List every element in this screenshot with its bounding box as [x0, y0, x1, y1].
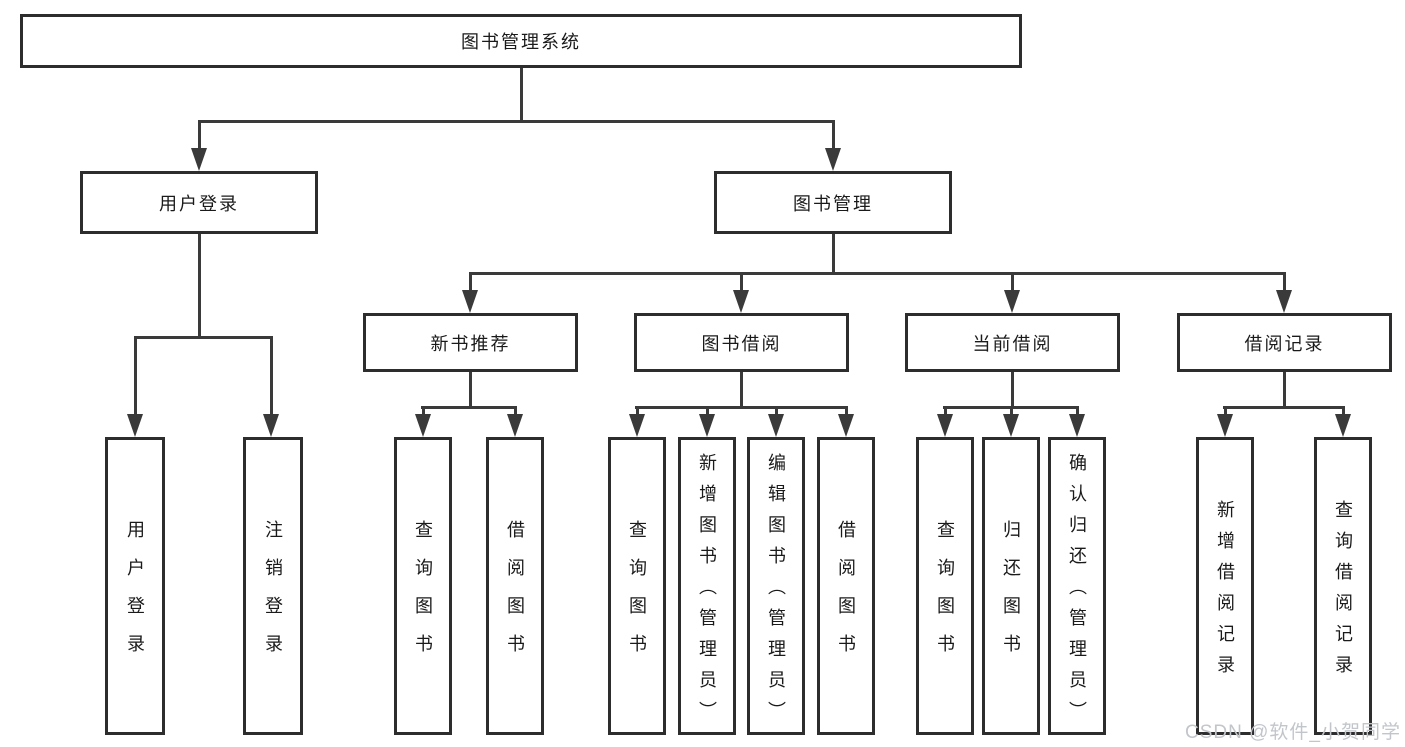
leaf-edit-book-admin: 编辑图书（管理员）	[747, 437, 805, 735]
leaf-borrow-book: 借阅图书	[486, 437, 544, 735]
connector-line	[198, 234, 201, 338]
leaf-label: 编辑图书（管理员）	[766, 453, 786, 732]
leaf-user-login: 用户登录	[105, 437, 165, 735]
connector-line	[845, 406, 848, 417]
node-label: 用户登录	[159, 193, 239, 214]
connector-line	[1283, 372, 1286, 408]
node-book-management: 图书管理	[714, 171, 952, 234]
leaf-query-borrow-record: 查询借阅记录	[1314, 437, 1372, 735]
arrowhead-down-icon	[263, 414, 279, 437]
connector-line	[740, 272, 743, 294]
connector-line	[1283, 272, 1286, 294]
leaf-add-borrow-record: 新增借阅记录	[1196, 437, 1254, 735]
leaf-label: 查询图书	[413, 520, 433, 672]
leaf-label: 查询图书	[627, 520, 647, 672]
node-label: 借阅记录	[1244, 333, 1325, 354]
leaf-label: 借阅图书	[505, 520, 525, 672]
leaf-label: 确认归还（管理员）	[1067, 453, 1087, 732]
connector-bar	[1223, 406, 1345, 409]
connector-line	[1010, 406, 1013, 417]
connector-line	[832, 120, 835, 152]
connector-line	[944, 406, 947, 417]
arrowhead-down-icon	[1004, 290, 1020, 313]
arrowhead-down-icon	[733, 290, 749, 313]
arrowhead-down-icon	[1276, 290, 1292, 313]
arrowhead-down-icon	[191, 148, 207, 171]
node-label: 图书管理	[793, 193, 873, 214]
leaf-query-book: 查询图书	[394, 437, 452, 735]
watermark-text: CSDN @软件_小贺同学	[1185, 722, 1401, 743]
leaf-label: 查询借阅记录	[1333, 499, 1353, 686]
arrowhead-down-icon	[825, 148, 841, 171]
connector-line	[775, 406, 778, 417]
leaf-return-book: 归还图书	[982, 437, 1040, 735]
connector-line	[1342, 406, 1345, 417]
connector-line	[198, 120, 201, 152]
connector-line	[1224, 406, 1227, 417]
arrowhead-down-icon	[1003, 414, 1019, 437]
arrowhead-down-icon	[1335, 414, 1351, 437]
leaf-label: 用户登录	[125, 520, 145, 672]
arrowhead-down-icon	[629, 414, 645, 437]
arrowhead-down-icon	[507, 414, 523, 437]
leaf-query-book: 查询图书	[608, 437, 666, 735]
node-new-book-recommend: 新书推荐	[363, 313, 578, 372]
connector-line	[469, 272, 472, 294]
connector-line	[706, 406, 709, 417]
leaf-label: 借阅图书	[836, 520, 856, 672]
connector-line	[270, 336, 273, 416]
connector-line	[740, 372, 743, 408]
node-root: 图书管理系统	[20, 14, 1022, 68]
connector-line	[832, 234, 835, 274]
arrowhead-down-icon	[415, 414, 431, 437]
connector-bar	[134, 336, 273, 339]
connector-line	[134, 336, 137, 416]
arrowhead-down-icon	[1217, 414, 1233, 437]
leaf-logout: 注销登录	[243, 437, 303, 735]
node-current-borrow: 当前借阅	[905, 313, 1120, 372]
connector-line	[1011, 372, 1014, 408]
arrowhead-down-icon	[127, 414, 143, 437]
arrowhead-down-icon	[838, 414, 854, 437]
connector-line	[1011, 272, 1014, 294]
connector-line	[469, 372, 472, 408]
node-label: 图书管理系统	[461, 32, 581, 52]
leaf-label: 新增借阅记录	[1215, 499, 1235, 686]
connector-bar	[421, 406, 517, 409]
leaf-label: 新增图书（管理员）	[697, 453, 717, 732]
node-user-login: 用户登录	[80, 171, 318, 234]
node-label: 当前借阅	[972, 333, 1053, 354]
leaf-confirm-return-admin: 确认归还（管理员）	[1048, 437, 1106, 735]
connector-line	[1076, 406, 1079, 417]
leaf-label: 注销登录	[263, 520, 283, 672]
arrowhead-down-icon	[1069, 414, 1085, 437]
node-label: 图书借阅	[701, 333, 782, 354]
connector-line	[636, 406, 639, 417]
connector-line	[514, 406, 517, 417]
connector-line	[422, 406, 425, 417]
leaf-add-book-admin: 新增图书（管理员）	[678, 437, 736, 735]
arrowhead-down-icon	[937, 414, 953, 437]
node-label: 新书推荐	[430, 333, 511, 354]
connector-bar	[635, 406, 848, 409]
connector-root-drop	[520, 68, 523, 121]
node-borrow-record: 借阅记录	[1177, 313, 1392, 372]
arrowhead-down-icon	[768, 414, 784, 437]
connector-bar	[469, 272, 1286, 275]
leaf-label: 归还图书	[1001, 520, 1021, 672]
leaf-label: 查询图书	[935, 520, 955, 672]
leaf-borrow-book: 借阅图书	[817, 437, 875, 735]
node-book-borrow: 图书借阅	[634, 313, 849, 372]
leaf-query-book: 查询图书	[916, 437, 974, 735]
connector-root-bar	[198, 120, 835, 123]
arrowhead-down-icon	[699, 414, 715, 437]
arrowhead-down-icon	[462, 290, 478, 313]
